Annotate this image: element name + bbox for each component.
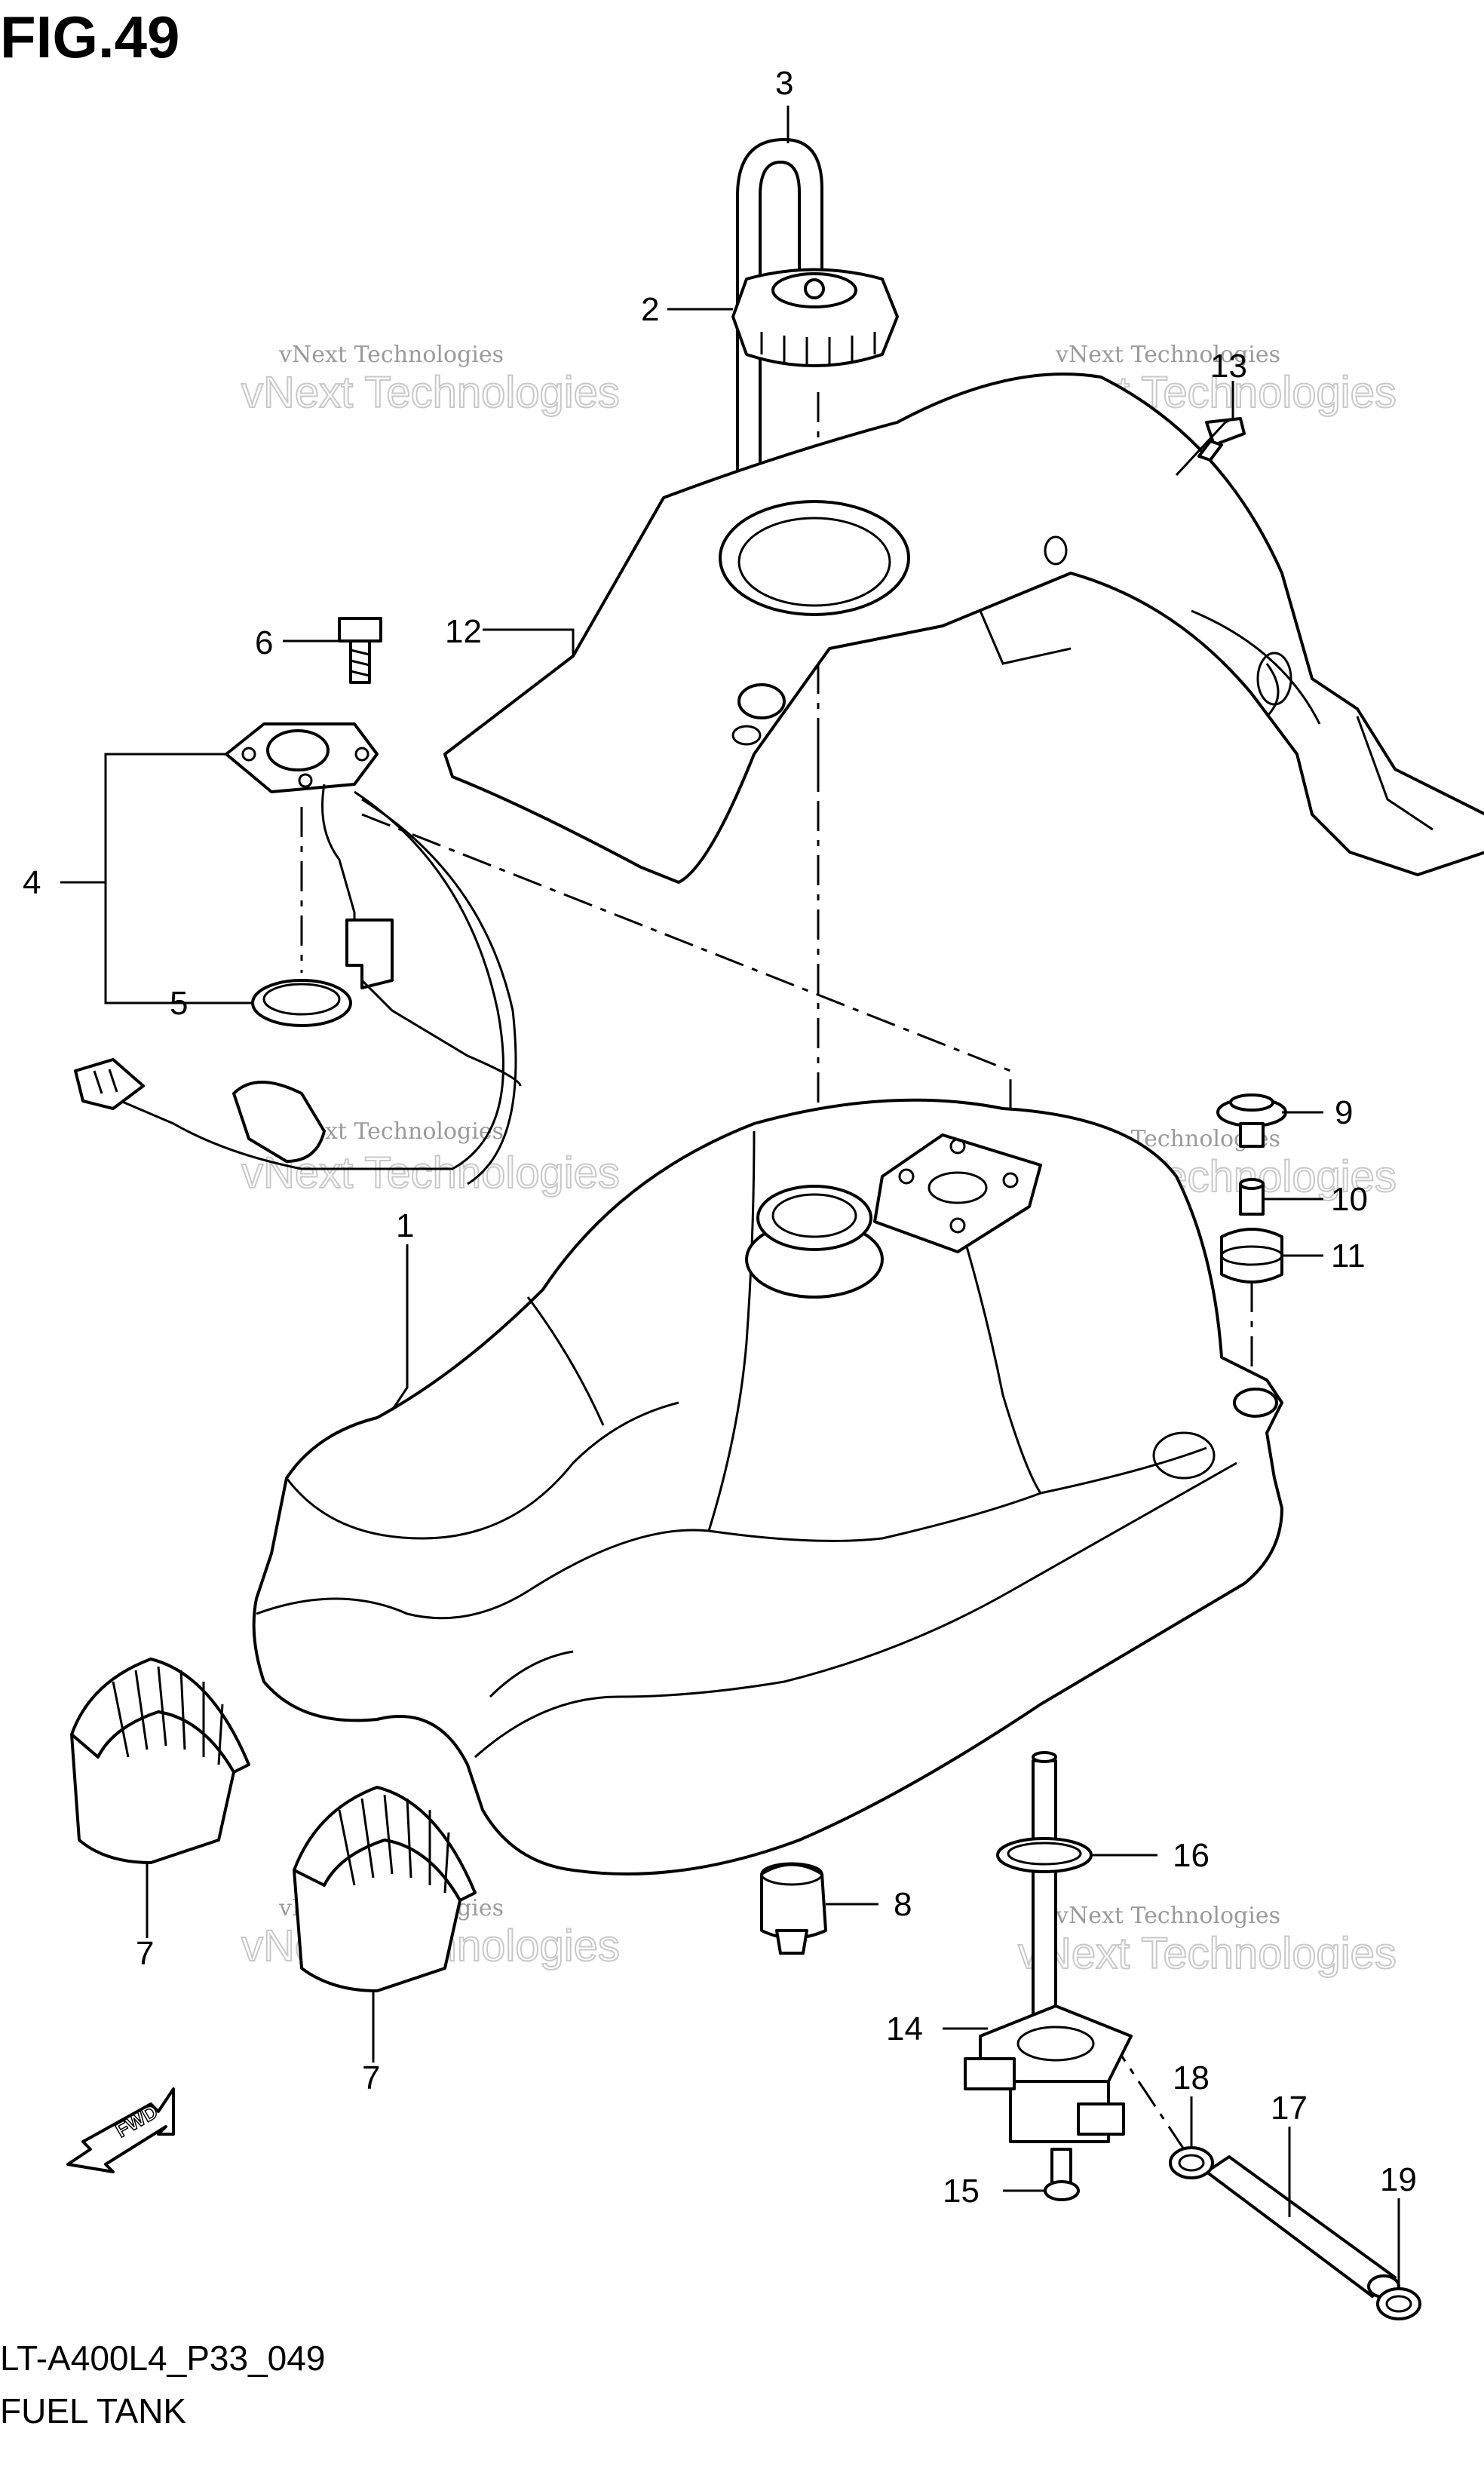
watermark-text: vNext Technologies	[278, 342, 504, 368]
callout-6: 6	[255, 624, 273, 661]
callout-1: 1	[396, 1207, 414, 1244]
assembly-name: FUEL TANK	[0, 2391, 187, 2431]
callout-7-left: 7	[136, 1935, 154, 1972]
callout-2: 2	[641, 291, 659, 328]
part-2-fuel-cap	[731, 268, 899, 367]
part-12-tank-cover	[443, 373, 1484, 884]
part-7-band-left	[70, 1658, 250, 1864]
part-15-screw	[1044, 2148, 1080, 2201]
callout-7-right: 7	[362, 2059, 380, 2096]
callout-15: 15	[943, 2173, 980, 2210]
callout-3: 3	[775, 65, 793, 102]
callout-8: 8	[894, 1886, 912, 1923]
model-code: LT-A400L4_P33_049	[0, 2339, 326, 2378]
forward-direction-arrow: FWD	[66, 2087, 175, 2173]
callout-9: 9	[1335, 1094, 1353, 1131]
part-18-clamp	[1169, 2146, 1214, 2179]
watermark-text: vNext Technologies	[1055, 342, 1280, 368]
part-7-band-right	[293, 1786, 477, 1992]
callout-19: 19	[1380, 2161, 1417, 2198]
callout-12: 12	[445, 613, 482, 650]
part-11-cushion	[1220, 1228, 1283, 1284]
figure-title: FIG.49	[0, 4, 180, 70]
part-4-fuel-pump-assy	[74, 722, 522, 1185]
part-14-fuel-cock	[964, 1751, 1133, 2143]
callout-17: 17	[1271, 2090, 1308, 2127]
part-19-clamp	[1376, 2287, 1421, 2320]
callout-13: 13	[1210, 348, 1247, 385]
callout-18: 18	[1173, 2059, 1210, 2096]
callout-10: 10	[1331, 1181, 1368, 1218]
part-5-o-ring	[251, 979, 352, 1027]
part-9-bolt	[1216, 1093, 1287, 1148]
leader-lines	[60, 106, 1400, 2289]
part-10-collar	[1239, 1178, 1265, 1216]
part-6-bolt	[338, 617, 382, 684]
callout-16: 16	[1173, 1837, 1210, 1874]
part-1-fuel-tank	[252, 1098, 1283, 1875]
part-17-fuel-hose	[1205, 2155, 1400, 2299]
watermark-outline: vNext Technologies	[1018, 1929, 1397, 1978]
callouts: 3 2 12 13 6 4 5 1 9 10 11 7 7 8 16 14 15…	[23, 65, 1417, 2210]
callout-14: 14	[886, 2010, 923, 2047]
callout-11: 11	[1331, 1238, 1366, 1274]
watermark-outline: vNext Technologies	[241, 368, 620, 417]
part-16-o-ring	[996, 1837, 1093, 1873]
callout-5: 5	[170, 985, 188, 1022]
watermark-text: vNext Technologies	[1055, 1903, 1280, 1929]
callout-4: 4	[23, 864, 41, 901]
part-8-cushion	[760, 1862, 827, 1955]
